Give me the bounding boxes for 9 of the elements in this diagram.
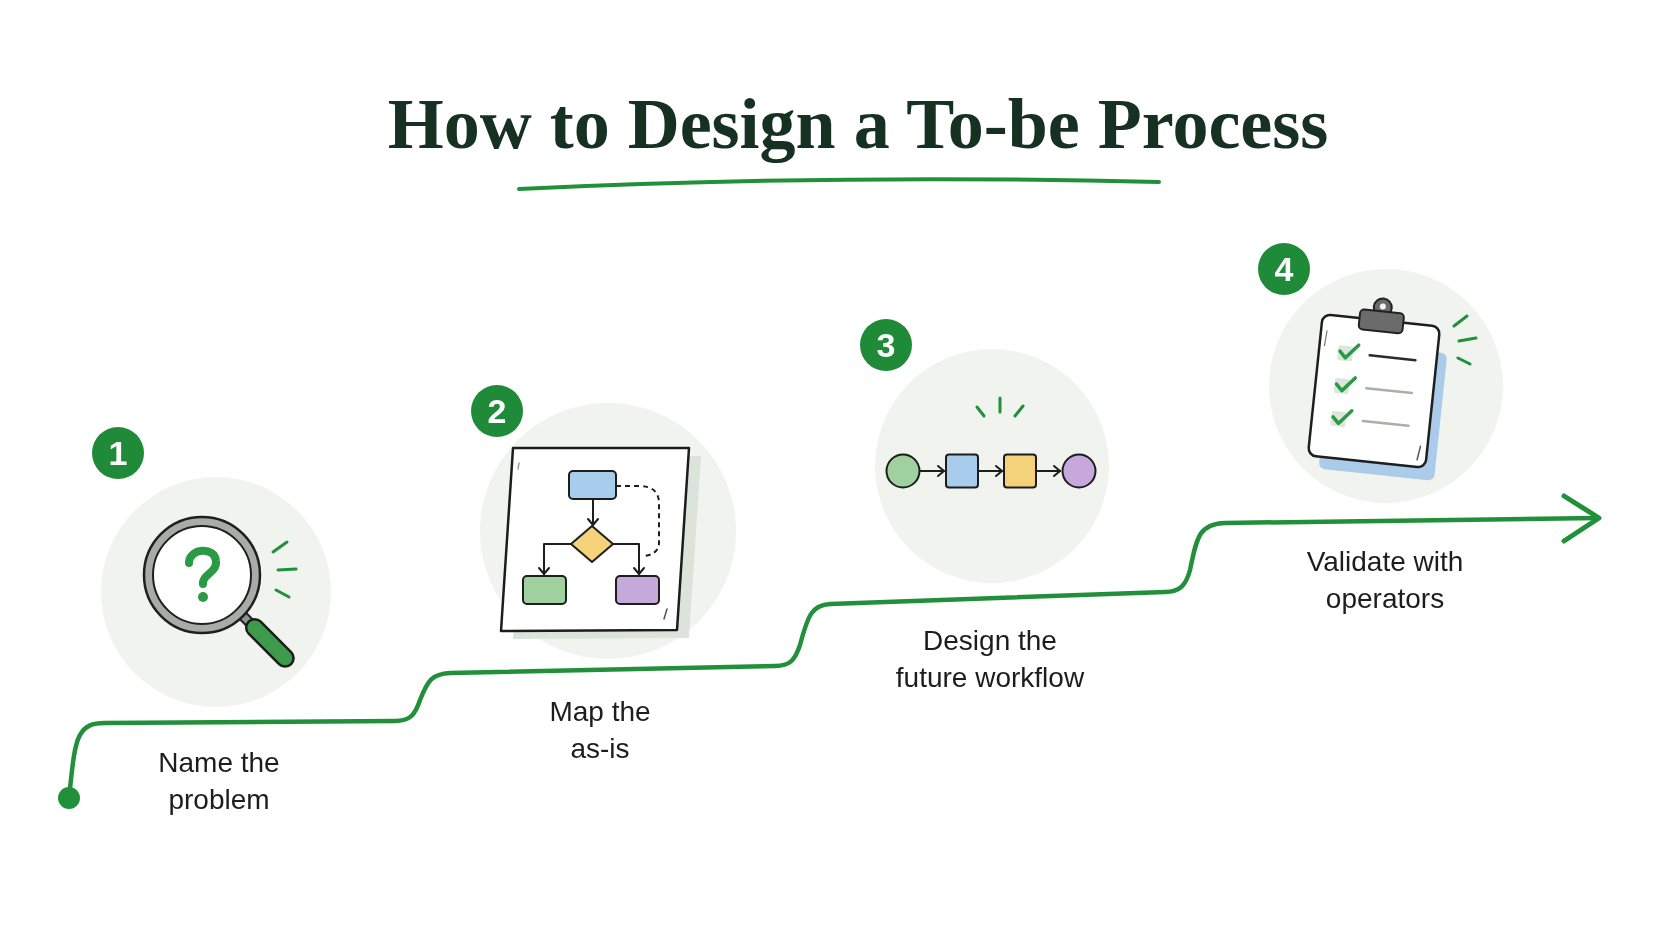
step-caption: Design the future workflow <box>894 624 1086 695</box>
step-number-badge: 2 <box>471 385 523 437</box>
step-number-badge: 1 <box>92 427 144 479</box>
step-caption: Validate with operators <box>1305 545 1465 616</box>
step-number-badge: 4 <box>1258 243 1310 295</box>
step-number-badge: 3 <box>860 319 912 371</box>
step-caption: Map the as-is <box>548 695 652 766</box>
title: How to Design a To-be Process <box>387 83 1329 166</box>
step-caption: Name the problem <box>157 746 281 817</box>
